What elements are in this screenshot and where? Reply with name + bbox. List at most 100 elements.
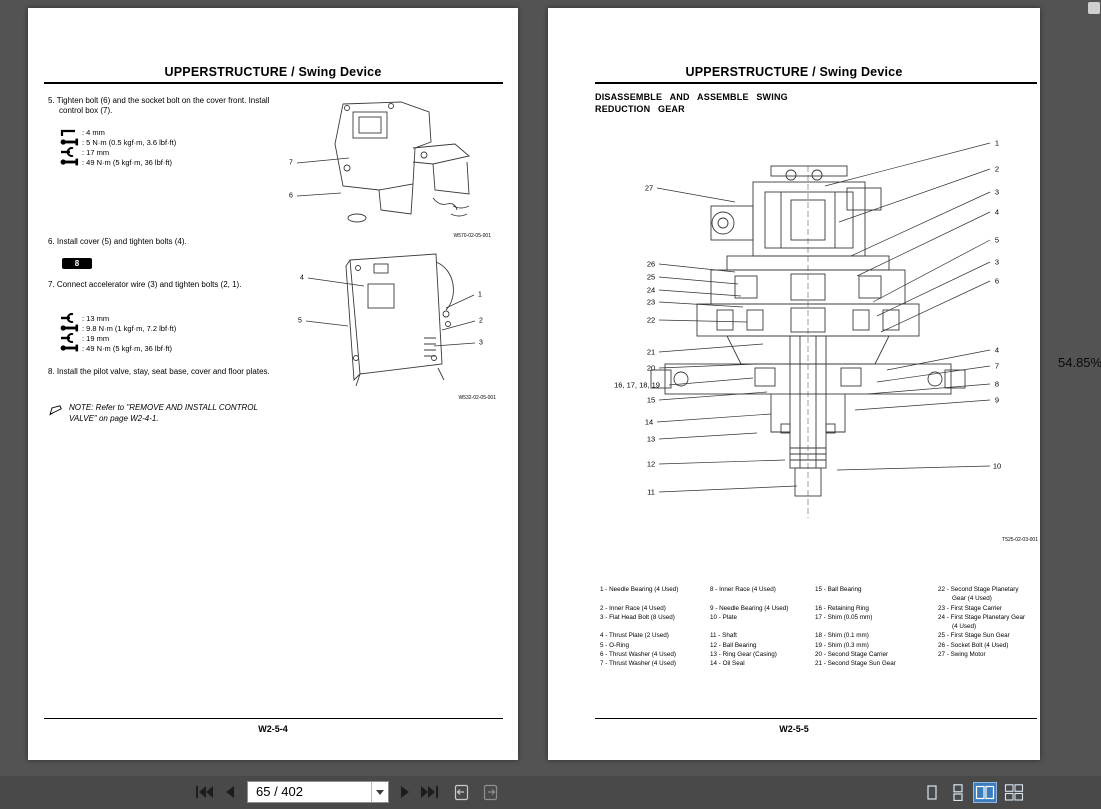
parts-list-entry: 8 - Inner Race (4 Used) <box>710 586 776 593</box>
parts-list-entry: 18 - Shim (0.1 mm) <box>815 632 869 640</box>
single-page-view-button[interactable] <box>920 782 944 803</box>
spec-value: : 17 mm <box>82 147 110 157</box>
cover-drawing <box>345 253 454 387</box>
leader-lines <box>656 142 991 493</box>
parts-list-entry <box>600 622 678 631</box>
first-page-button[interactable] <box>194 785 214 804</box>
figure-callout: 15 <box>646 395 656 405</box>
figure-caption: W532-02-05-001 <box>458 395 496 401</box>
figure-callout: 20 <box>646 363 656 373</box>
zoom-level-readout: 54.85% <box>1058 355 1101 370</box>
spec-value: : 4 mm <box>82 127 105 137</box>
next-page-button[interactable] <box>398 785 412 804</box>
figure-callout: 3 <box>479 339 483 347</box>
parts-list-entry: 26 - Socket Bolt (4 Used) <box>938 641 1009 649</box>
parts-list-entry: 23 - First Stage Carrier <box>938 604 1003 612</box>
torque-wrench-icon <box>60 323 82 333</box>
figure-callout: 10 <box>992 461 1002 471</box>
figure-callout: 4 <box>994 345 1000 355</box>
viewer-toolbar: 65 / 402 <box>0 776 1101 809</box>
continuous-view-button[interactable] <box>946 782 970 803</box>
figure-callout: 5 <box>994 235 1000 245</box>
spec-row: : 4 mm <box>60 127 176 137</box>
figure-caption: T525-02-03-001 <box>1002 537 1038 543</box>
section-title-line: REDUCTION GEAR <box>595 103 685 114</box>
parts-list-entry: 14 - Oil Seal <box>710 660 745 668</box>
note-text: NOTE: Refer to "REMOVE AND INSTALL CONTR… <box>69 403 258 423</box>
parts-list-entry: 3 - Flat Head Bolt (8 Used) <box>600 613 675 621</box>
figure-callout: 8 <box>994 379 1000 389</box>
previous-view-button[interactable] <box>452 783 471 807</box>
step-6: 6. Install cover (5) and tighten bolts (… <box>48 237 187 246</box>
spec-value: : 13 mm <box>82 313 110 323</box>
page-number: W2-5-5 <box>779 724 809 734</box>
footer-rule <box>44 718 503 719</box>
parts-list-entry: 2 - Inner Race (4 Used) <box>600 604 666 612</box>
parts-list-entry: Gear (4 Used) <box>938 595 992 603</box>
parts-list-entry: 9 - Needle Bearing (4 Used) <box>710 604 789 612</box>
last-page-button[interactable] <box>420 785 440 804</box>
leader-lines <box>296 157 350 197</box>
two-page-view-button[interactable] <box>973 782 997 803</box>
parts-list-entry: 24 - First Stage Planetary Gear <box>938 613 1026 621</box>
step-5: 5. Tighten bolt (6) and the socket bolt … <box>48 96 270 115</box>
spec-row: : 5 N·m (0.5 kgf·m, 3.6 lbf·ft) <box>60 137 176 147</box>
parts-list-entry: 25 - First Stage Sun Gear <box>938 632 1010 640</box>
parts-list-column: 1 - Needle Bearing (4 Used) 2 - Inner Rac… <box>600 564 678 669</box>
parts-list-entry: 6 - Thrust Washer (4 Used) <box>600 651 676 659</box>
next-view-button[interactable] <box>481 783 500 807</box>
leader-lines <box>305 277 476 347</box>
figure-callout: 22 <box>646 315 656 325</box>
parts-list-entry: 15 - Ball Bearing <box>815 586 862 593</box>
wrench-icon <box>60 333 82 343</box>
figure-callout: 27 <box>644 183 654 193</box>
spec-row: : 17 mm <box>60 147 176 157</box>
spec-value: : 19 mm <box>82 333 110 343</box>
parts-list-entry: 22 - Second Stage Planetary <box>938 586 1019 593</box>
parts-list-entry: 16 - Retaining Ring <box>815 604 869 612</box>
parts-list-entry <box>710 622 788 631</box>
figure-callout: 7 <box>289 159 293 167</box>
parts-list-entry: 4 - Thrust Plate (2 Used) <box>600 632 669 640</box>
figure-callout: 12 <box>646 459 656 469</box>
torque-spec-group-1: : 4 mm : 5 N·m (0.5 kgf·m, 3.6 lbf·ft) :… <box>60 127 176 167</box>
figure-callout: 25 <box>646 272 656 282</box>
page-number-combobox[interactable]: 65 / 402 <box>247 781 389 803</box>
parts-list-entry: 1 - Needle Bearing (4 Used) <box>600 586 679 593</box>
parts-list-column: 8 - Inner Race (4 Used) 9 - Needle Bearin… <box>710 564 788 669</box>
figure-callout: 11 <box>647 487 655 497</box>
note-block: NOTE: Refer to "REMOVE AND INSTALL CONTR… <box>48 403 280 424</box>
figure-callout: 24 <box>646 285 656 295</box>
parts-list-entry <box>815 594 896 603</box>
pencil-icon <box>48 404 63 420</box>
figure-callout: 6 <box>994 276 1000 286</box>
swing-reduction-gear-drawing <box>650 165 966 518</box>
spec-row: : 13 mm <box>60 313 176 323</box>
parts-list-entry: 20 - Second Stage Carrier <box>815 651 889 659</box>
chevron-down-icon[interactable] <box>371 782 388 802</box>
section-title-line: DISASSEMBLE AND ASSEMBLE SWING <box>595 92 788 102</box>
parts-list-entry: 10 - Plate <box>710 613 737 621</box>
parts-list-entry <box>815 622 896 631</box>
parts-list-entry: 21 - Second Stage Sun Gear <box>815 660 896 668</box>
previous-page-button[interactable] <box>223 785 237 804</box>
figure-callout: 2 <box>479 317 483 325</box>
socket-size-icon: 8 <box>62 258 92 269</box>
two-page-continuous-view-button[interactable] <box>1002 782 1026 803</box>
page-number-value[interactable]: 65 / 402 <box>256 784 303 799</box>
figure-callout: 14 <box>644 417 654 427</box>
parts-list-entry: 13 - Ring Gear (Casing) <box>710 651 777 659</box>
vertical-scrollbar-thumb[interactable] <box>1088 2 1100 14</box>
hex-key-icon <box>60 128 82 137</box>
figure-callout: 4 <box>300 274 304 282</box>
page-header: UPPERSTRUCTURE / Swing Device <box>164 65 382 79</box>
figure-callout: 3 <box>994 257 1000 267</box>
parts-list-entry <box>710 594 788 603</box>
spec-row: : 9.8 N·m (1 kgf·m, 7.2 lbf·ft) <box>60 323 176 333</box>
parts-list-entry: 27 - Swing Motor <box>938 651 986 659</box>
spec-row: : 49 N·m (5 kgf·m, 36 lbf·ft) <box>60 343 176 353</box>
spec-value: : 5 N·m (0.5 kgf·m, 3.6 lbf·ft) <box>82 137 177 147</box>
figure-callout: 3 <box>994 187 1000 197</box>
